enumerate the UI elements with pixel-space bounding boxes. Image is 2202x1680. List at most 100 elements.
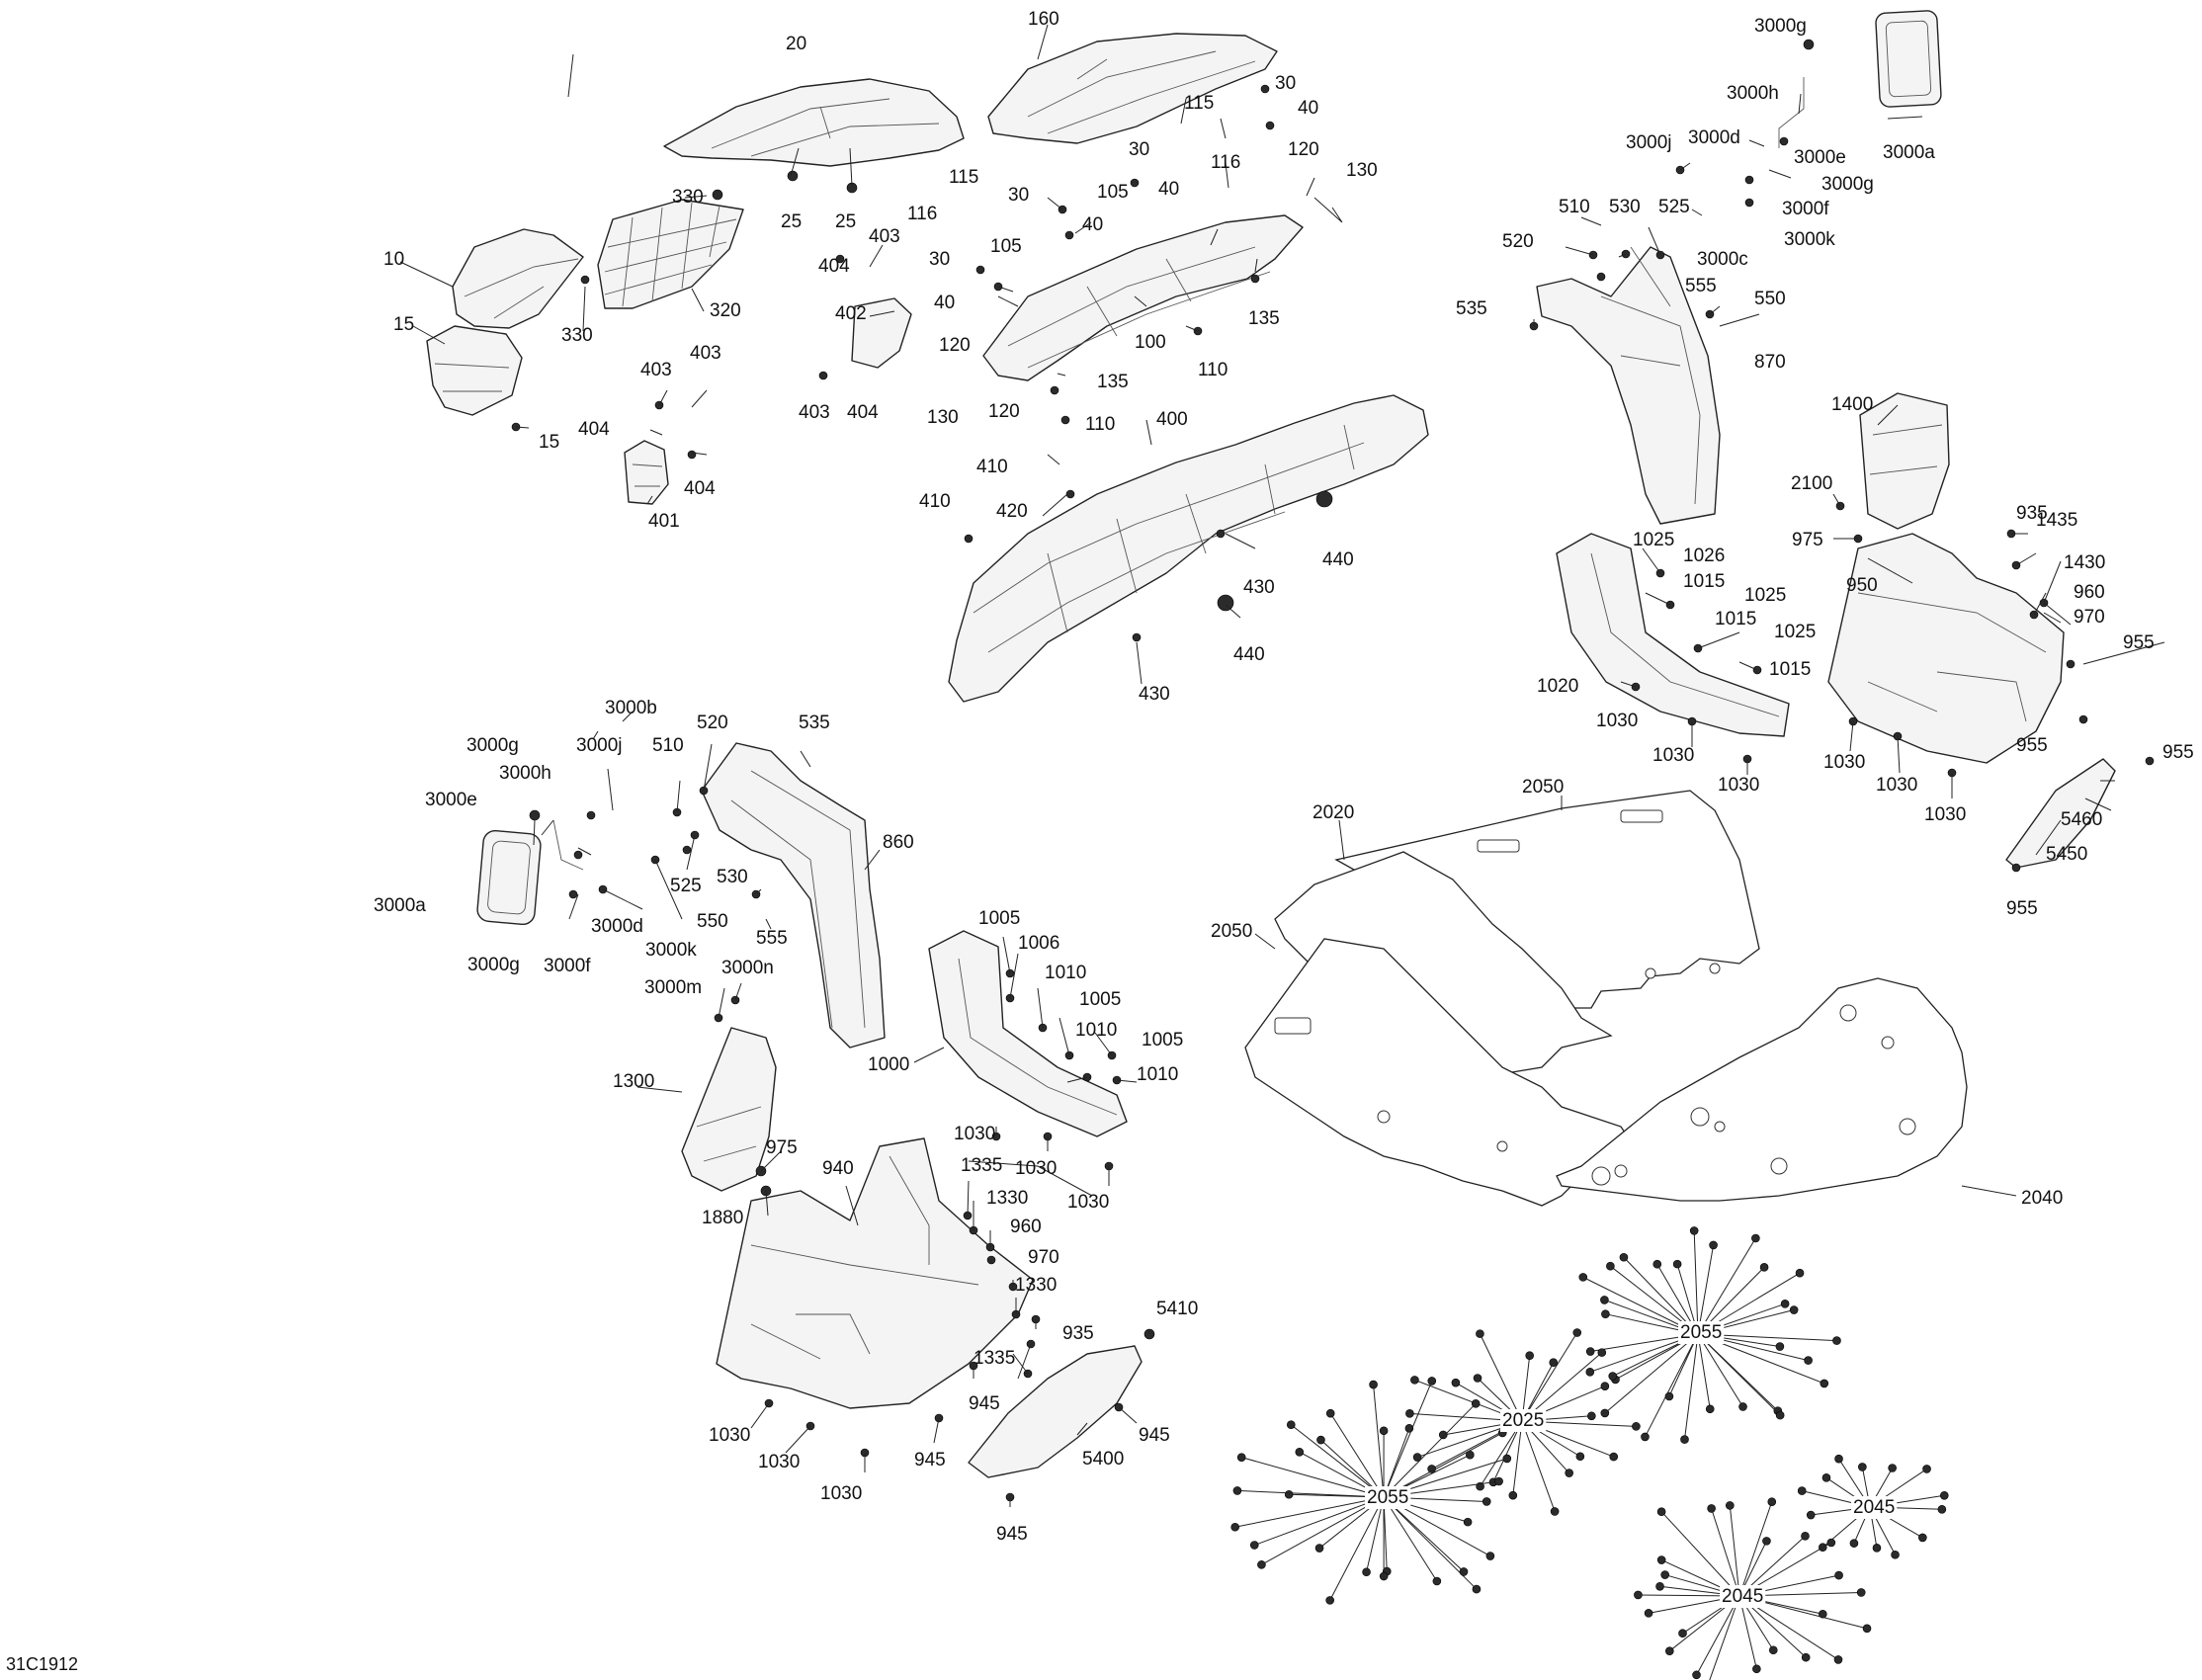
hardware-clip	[1660, 1570, 1669, 1579]
callout-15: 15	[539, 432, 559, 453]
hardware-clip	[1619, 1252, 1629, 1262]
hardware-leader	[1521, 1332, 1578, 1422]
callout-116: 116	[907, 204, 937, 224]
callout-2055: 2055	[1367, 1487, 1408, 1508]
callout-1030: 1030	[1718, 775, 1759, 796]
callout-945: 945	[1139, 1425, 1170, 1446]
hardware-clip	[1819, 1609, 1827, 1619]
callout-550: 550	[1754, 289, 1786, 309]
hardware-clip	[1550, 1507, 1560, 1516]
callout-440: 440	[1322, 549, 1354, 570]
hardware-clip	[1438, 1430, 1448, 1440]
hardware-leader	[1290, 1424, 1385, 1498]
hardware-clip	[1379, 1571, 1389, 1581]
callout-1006: 1006	[1018, 933, 1059, 954]
hardware-clip	[1432, 1576, 1442, 1586]
hardware-leader	[1697, 1333, 1711, 1409]
callout-404: 404	[847, 402, 879, 423]
hardware-leader	[1373, 1385, 1385, 1498]
callout-1030: 1030	[1596, 711, 1638, 731]
hardware-clip	[1709, 1240, 1718, 1250]
hardware-clip	[1575, 1452, 1585, 1462]
callout-3000m: 3000m	[644, 977, 702, 998]
hardware-leader	[1683, 1333, 1699, 1440]
callout-945: 945	[969, 1393, 1000, 1414]
callout-1330: 1330	[986, 1188, 1028, 1209]
callout-135: 135	[1097, 372, 1129, 392]
hardware-clip	[1236, 1453, 1246, 1462]
hardware-clip	[1937, 1504, 1947, 1514]
hardware-leader	[1697, 1244, 1715, 1335]
part-3000a-mirror	[1875, 10, 1942, 108]
callout-100: 100	[1135, 332, 1166, 353]
callout-1010: 1010	[1137, 1064, 1178, 1085]
leader-lines	[399, 24, 2165, 1507]
hardware-leader	[1236, 1489, 1385, 1498]
callout-1030: 1030	[758, 1452, 800, 1472]
callout-1335: 1335	[961, 1155, 1002, 1176]
hardware-clip	[1295, 1447, 1305, 1457]
callout-30: 30	[1129, 139, 1149, 160]
label-knockout	[1678, 1321, 1725, 1344]
hardware-clip	[1502, 1454, 1512, 1464]
part-950-floor-tub	[1827, 533, 2065, 764]
callout-2045: 2045	[1722, 1586, 1763, 1607]
hardware-clip	[1834, 1454, 1843, 1464]
hardware-clip	[1476, 1329, 1484, 1338]
callout-1026: 1026	[1683, 546, 1725, 566]
callout-3000h: 3000h	[499, 763, 551, 784]
part-1000-floor-rail	[928, 930, 1128, 1137]
hardware-clip	[1762, 1537, 1771, 1546]
drawing-code: 31C1912	[6, 1654, 78, 1674]
hardware-clip	[1325, 1596, 1334, 1605]
callout-320: 320	[710, 300, 741, 321]
label-knockout	[1365, 1486, 1411, 1509]
hardware-clip	[1726, 1501, 1735, 1510]
hardware-clip	[1286, 1420, 1296, 1430]
part-402-bracket	[851, 297, 912, 369]
callout-1300: 1300	[613, 1071, 654, 1092]
part-400-dash-frame	[948, 394, 1429, 703]
hardware-clip	[1707, 1504, 1716, 1513]
hardware-clip	[1652, 1259, 1662, 1269]
callout-1435: 1435	[2036, 510, 2077, 531]
hardware-clip	[1549, 1358, 1559, 1368]
hardware-clip	[1678, 1629, 1687, 1638]
callout-535: 535	[799, 713, 830, 733]
part-3000h-arm	[1778, 77, 1805, 148]
callout-30: 30	[929, 249, 950, 270]
callout-1005: 1005	[978, 908, 1020, 929]
hardware-clip	[1891, 1550, 1900, 1559]
hardware-leader	[1697, 1333, 1743, 1407]
part-10-fascia	[452, 228, 584, 329]
hardware-leader	[1697, 1333, 1781, 1416]
part-1020-floor-rail	[1556, 533, 1790, 737]
callout-1015: 1015	[1683, 571, 1725, 592]
hardware-clip	[1820, 1379, 1829, 1388]
callout-5450: 5450	[2046, 844, 2087, 865]
callout-110: 110	[1198, 360, 1228, 380]
hardware-clip	[1752, 1664, 1761, 1674]
callout-120: 120	[988, 401, 1020, 422]
hardware-clip	[1472, 1584, 1482, 1594]
callout-1025: 1025	[1744, 585, 1786, 606]
callout-400: 400	[1156, 409, 1188, 430]
hardware-clip	[1601, 1309, 1610, 1318]
callout-20: 20	[786, 34, 806, 54]
hardware-clip	[1801, 1532, 1810, 1541]
callout-955: 955	[2123, 632, 2155, 653]
hardware-clip	[1232, 1486, 1242, 1495]
left-side-assembly	[476, 742, 1143, 1478]
callout-960: 960	[2074, 582, 2105, 603]
hardware-clip	[1482, 1497, 1491, 1506]
callout-1880: 1880	[702, 1208, 743, 1228]
hardware-leader	[1366, 1496, 1385, 1572]
hardware-clip	[1427, 1377, 1437, 1386]
hardware-leader	[1693, 1230, 1699, 1335]
hardware-clip	[1789, 1305, 1799, 1314]
hardware-clip	[1325, 1408, 1335, 1418]
hardware-leader	[1329, 1496, 1385, 1601]
callout-2055: 2055	[1680, 1322, 1722, 1343]
part-1400-panel	[1859, 392, 1950, 530]
callout-530: 530	[1609, 197, 1641, 217]
